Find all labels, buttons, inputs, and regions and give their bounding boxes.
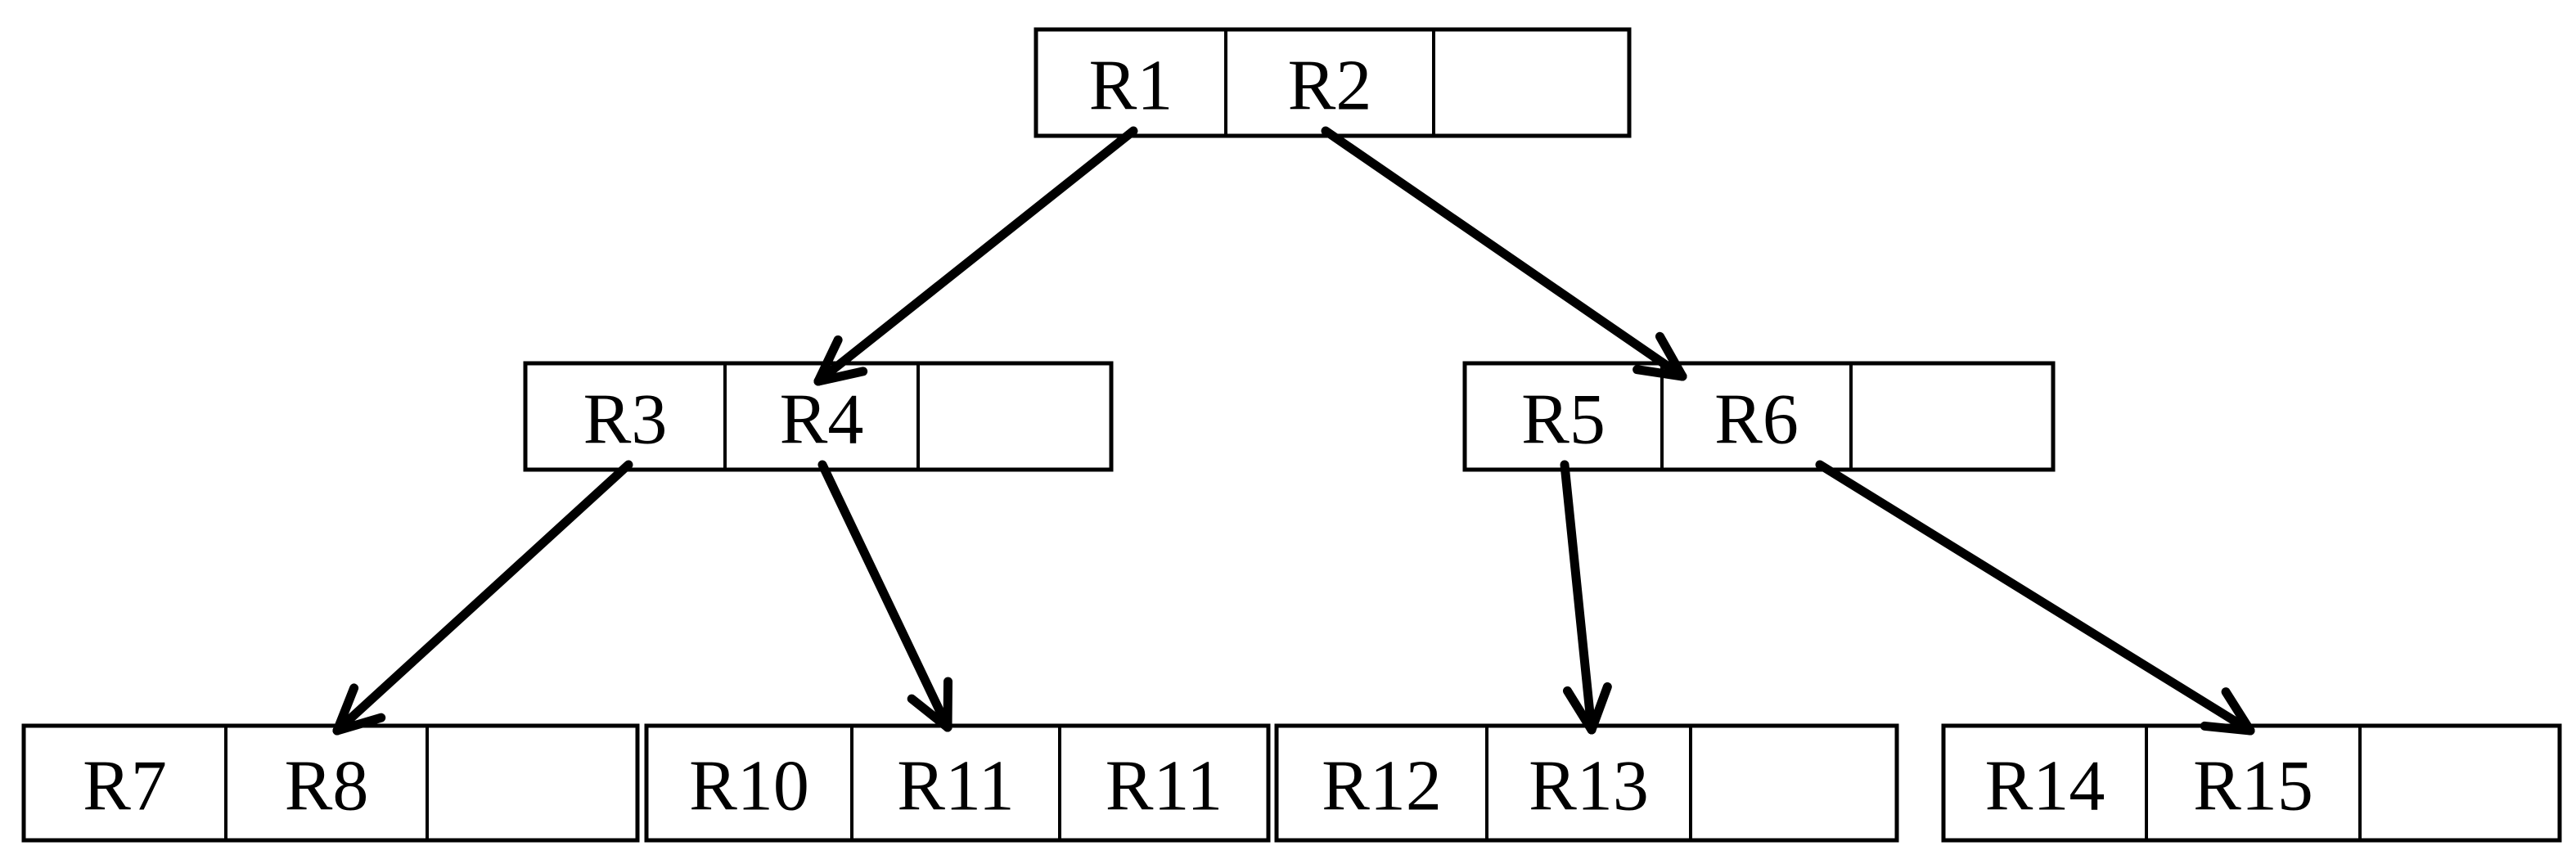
arrowhead-barb	[332, 683, 359, 736]
arrowhead-barb	[1633, 365, 1687, 381]
arrow-r5-to-leaf-3	[1560, 460, 1612, 735]
tree-node-leaf-4: R14 R15	[1941, 723, 2562, 843]
cell-label-r14: R14	[1985, 747, 2105, 826]
node-border	[644, 723, 1271, 843]
cell-label-r5: R5	[1521, 380, 1605, 460]
arrow-r3-to-leaf-1	[332, 460, 633, 736]
tree-node-internal-left: R3 R4	[523, 361, 1114, 472]
arrow-r6-to-leaf-4	[1815, 460, 2255, 736]
arrowhead-barb	[1655, 331, 1687, 381]
cell-label-r13: R13	[1529, 747, 1649, 826]
cell-label-r2: R2	[1288, 47, 1372, 126]
arrowhead-barb	[813, 335, 843, 386]
arrowhead-barb	[813, 367, 868, 386]
arrow-shaft	[1321, 126, 1687, 381]
tree-node-root: R1 R2	[1034, 27, 1632, 138]
cell-label-r1: R1	[1089, 47, 1173, 126]
cell-label-r3: R3	[583, 380, 668, 460]
arrow-shaft	[1560, 460, 1596, 735]
cell-label-r8: R8	[285, 747, 369, 826]
cell-label-r7: R7	[83, 747, 167, 826]
arrowhead-barb	[2200, 721, 2255, 736]
arrow-shaft	[813, 126, 1138, 386]
tree-node-internal-right: R5 R6	[1462, 361, 2056, 472]
arrowhead-barb	[907, 694, 952, 732]
arrow-shaft	[817, 460, 952, 732]
node-border	[1941, 723, 2562, 843]
node-border	[1462, 361, 2056, 472]
arrow-r1-to-internal-left	[813, 126, 1138, 386]
node-border	[1274, 723, 1899, 843]
arrowhead-barb	[332, 713, 386, 736]
tree-node-leaf-2: R10 R11 R11	[644, 723, 1271, 843]
arrow-r4-to-leaf-2	[817, 460, 953, 732]
cell-label-r11: R11	[1106, 747, 1223, 826]
arrow-r2-to-internal-right	[1321, 126, 1687, 381]
arrow-shaft	[332, 460, 633, 736]
cell-label-r6: R6	[1714, 380, 1799, 460]
cell-label-r12: R12	[1322, 747, 1442, 826]
arrow-shaft	[1815, 460, 2255, 736]
cell-label-r10: R10	[689, 747, 809, 826]
node-border	[21, 723, 640, 843]
tree-node-leaf-1: R7 R8	[21, 723, 640, 843]
cell-label-r11: R11	[897, 747, 1014, 826]
arrowhead-barb	[1587, 682, 1612, 735]
cell-label-r4: R4	[780, 380, 864, 460]
tree-node-leaf-3: R12 R13	[1274, 723, 1899, 843]
cell-label-r15: R15	[2193, 747, 2313, 826]
arrowhead-barb	[2221, 687, 2255, 736]
node-border	[523, 361, 1114, 472]
arrows-layer	[332, 126, 2255, 736]
arrowhead-barb	[1562, 686, 1596, 735]
node-border	[1034, 27, 1632, 138]
